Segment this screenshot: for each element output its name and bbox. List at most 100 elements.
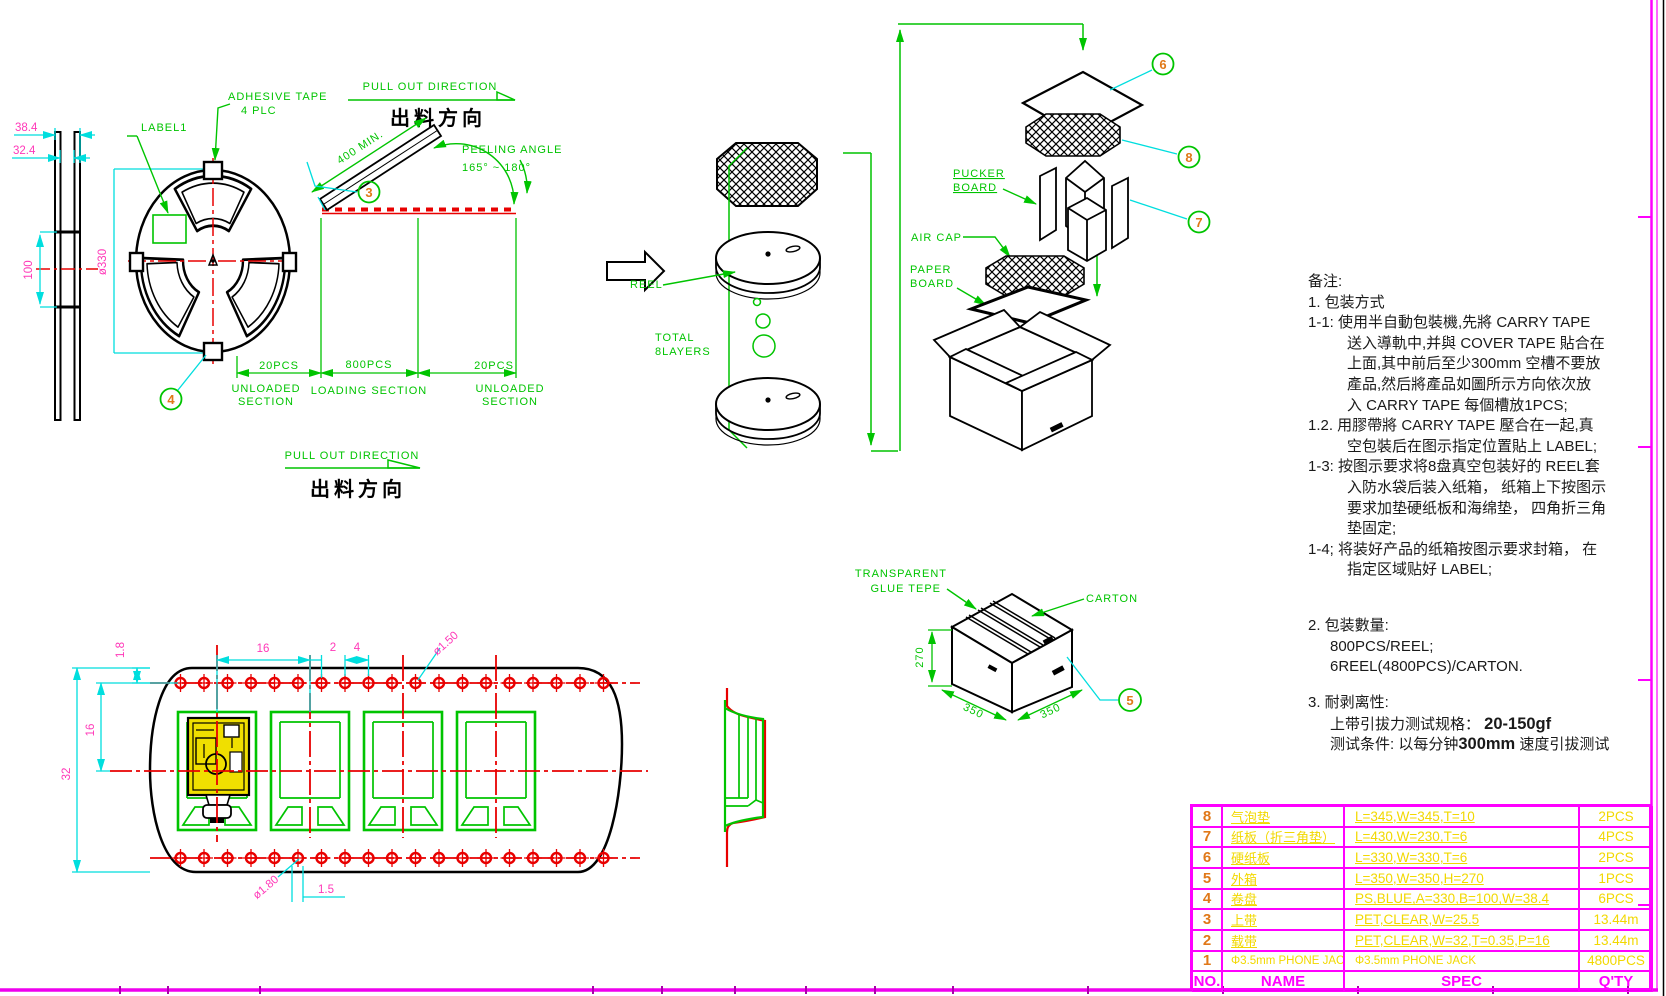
adhesive-tape-top bbox=[202, 160, 224, 181]
sprocket-hole bbox=[452, 847, 473, 869]
section-right-name-1: UNLOADED bbox=[475, 383, 544, 395]
bom-header-spec: SPEC bbox=[1344, 971, 1579, 992]
adhesive-tape-label-2: 4 PLC bbox=[241, 105, 277, 117]
test-cond-post: 速度引拔测试 bbox=[1515, 736, 1610, 754]
note-line: 1-3: 按图示要求将8盘真空包装好的 REEL套 bbox=[1308, 458, 1600, 476]
balloon-8-circle bbox=[1177, 145, 1201, 169]
balloon-4: 4 bbox=[167, 392, 175, 407]
air-cap-pad bbox=[716, 142, 818, 207]
glue-tape-strips bbox=[965, 600, 1056, 655]
bom-qty: 4PCS bbox=[1579, 826, 1653, 848]
note-line: 垫固定; bbox=[1347, 520, 1397, 538]
sealed-carton: TRANSPARENT GLUE TEPE CARTON 270 350 350… bbox=[855, 568, 1142, 721]
carton-dim-w: 350 bbox=[961, 701, 985, 721]
sprocket-hole bbox=[499, 672, 520, 694]
reel-front-view: LABEL1 ADHESIVE TAPE 4 PLC ø330 4 bbox=[97, 91, 327, 411]
bom-name: 纸板（折三角垫） bbox=[1222, 826, 1344, 848]
bom-name: 硬纸板 bbox=[1222, 847, 1344, 868]
air-cap-label: AIR CAP bbox=[911, 232, 962, 244]
bom-spec: L=350,W=350,H=270 bbox=[1344, 867, 1579, 889]
bom-spec: PS,BLUE,A=330,B=100,W=38.4 bbox=[1344, 888, 1579, 910]
sprocket-hole bbox=[452, 672, 473, 694]
glue-tape-label-2: GLUE TEPE bbox=[870, 583, 941, 595]
bom-spec: L=430,W=230,T=6 bbox=[1344, 826, 1579, 848]
peel-spec-label: 上带引拔力测试规格： bbox=[1330, 715, 1485, 733]
bom-no: 3 bbox=[1192, 909, 1222, 930]
bom-header-no: NO. bbox=[1192, 971, 1222, 992]
sprocket-hole bbox=[264, 672, 285, 694]
tape-dim-4: 4 bbox=[354, 642, 361, 654]
note-line: 產品,然后將產品如圖所示方向依次放 bbox=[1347, 375, 1592, 393]
balloon-8: 8 bbox=[1185, 150, 1192, 165]
note-qty-carton: 6REEL(4800PCS)/CARTON. bbox=[1330, 658, 1523, 676]
test-cond-pre: 测试条件: 以每分钟 bbox=[1330, 736, 1459, 754]
bom-no: 2 bbox=[1192, 929, 1222, 951]
section-left-name-2: SECTION bbox=[238, 396, 294, 408]
bom-no: 1 bbox=[1192, 950, 1222, 972]
sprocket-hole bbox=[428, 847, 450, 869]
note-peel-title: 3. 耐剥离性: bbox=[1308, 694, 1389, 711]
balloon-3: 3 bbox=[365, 185, 372, 200]
balloon-7-circle bbox=[1187, 210, 1211, 234]
sprocket-hole bbox=[287, 847, 309, 869]
note-line: 1-4; 将装好产品的纸箱按图示要求封箱， 在 bbox=[1308, 540, 1598, 558]
pucker-boards bbox=[1039, 159, 1129, 263]
phone-jack-component bbox=[186, 716, 251, 823]
bom-spec: L=345,W=345,T=10 bbox=[1344, 806, 1579, 827]
sprocket-hole bbox=[381, 847, 403, 869]
peel-spec-value: 20-150gf bbox=[1484, 714, 1552, 733]
dim-dia330: ø330 bbox=[97, 249, 109, 275]
bom-name: 载带 bbox=[1222, 929, 1344, 951]
sprocket-hole bbox=[193, 847, 215, 869]
notes-block-3: 3. 耐剥离性: 上带引拔力测试规格： 20-150gf 测试条件: 以每分钟3… bbox=[1308, 693, 1638, 755]
total-layers-1: TOTAL bbox=[655, 332, 694, 344]
section-mid-name: LOADING SECTION bbox=[311, 385, 427, 397]
bom-name: 气泡垫 bbox=[1222, 806, 1344, 827]
sprocket-hole bbox=[287, 672, 309, 694]
balloon-5-circle bbox=[1118, 688, 1142, 712]
note-line: 1. 包装方式 bbox=[1308, 293, 1385, 311]
peeling-angle-2: 165° ~ 180° bbox=[462, 162, 531, 174]
tape-dim-width: 32 bbox=[61, 768, 73, 781]
bom-no: 7 bbox=[1192, 826, 1222, 848]
bom-qty: 2PCS bbox=[1579, 847, 1653, 868]
bom-qty: 4800PCS bbox=[1579, 950, 1653, 972]
sprocket-hole bbox=[358, 847, 379, 869]
sprocket-hole bbox=[546, 847, 567, 869]
bom-name: 外箱 bbox=[1222, 867, 1344, 889]
paper-board-label-2: BOARD bbox=[910, 278, 954, 290]
reel-disc-bottom bbox=[715, 377, 821, 446]
note-line: 指定区域贴好 LABEL; bbox=[1347, 561, 1493, 579]
notes-block-1: 备注: 1. 包装方式 1-1: 使用半自動包裝機,先將 CARRY TAPE … bbox=[1308, 272, 1638, 581]
tape-section-dims: 20PCS 800PCS 20PCS UNLOADED SECTION LOAD… bbox=[231, 218, 544, 408]
bubble-pad-top bbox=[1025, 113, 1121, 157]
pucker-board-label-1: PUCKER bbox=[953, 168, 1005, 180]
adhesive-tape-label-1: ADHESIVE TAPE bbox=[228, 91, 327, 103]
note-line: 1.2. 用膠帶將 CARRY TAPE 壓合在一起,真 bbox=[1308, 417, 1594, 435]
carton-dim-d: 350 bbox=[1038, 701, 1062, 721]
tape-dim-16v: 16 bbox=[85, 724, 97, 737]
balloon-6: 6 bbox=[1159, 57, 1166, 72]
bom-qty: 1PCS bbox=[1579, 867, 1653, 889]
reel-disc-top bbox=[715, 231, 821, 300]
bom-no: 4 bbox=[1192, 888, 1222, 910]
sprocket-hole bbox=[522, 672, 544, 694]
balloon-5: 5 bbox=[1126, 693, 1133, 708]
note-qty-reel: 800PCS/REEL; bbox=[1330, 637, 1434, 655]
sprocket-hole bbox=[217, 672, 238, 694]
note-line: 1-1: 使用半自動包裝機,先將 CARRY TAPE bbox=[1308, 314, 1591, 332]
sprocket-hole bbox=[499, 847, 520, 869]
exploded-packing: 6 8 PUCKER BOARD 7 AIR CAP PAPER BOARD bbox=[910, 52, 1211, 452]
flow-block-arrow-icon bbox=[606, 249, 666, 293]
carrier-tape-view: 1.8 16 2 4 ø1.50 16 32 ø1.80 1.5 bbox=[61, 629, 648, 902]
total-layers-2: 8LAYERS bbox=[655, 346, 711, 358]
bom-header-qty: Q'TY bbox=[1579, 971, 1653, 992]
note-line: 备注: bbox=[1308, 273, 1343, 290]
sprocket-hole bbox=[381, 672, 403, 694]
pocket-profile-section bbox=[723, 688, 767, 867]
adhesive-tape-left bbox=[128, 251, 145, 273]
sprocket-hole bbox=[405, 847, 426, 869]
bom-table: 8 气泡垫 L=345,W=345,T=10 2PCS 7 纸板（折三角垫） L… bbox=[1190, 804, 1653, 992]
sprocket-hole bbox=[217, 847, 238, 869]
